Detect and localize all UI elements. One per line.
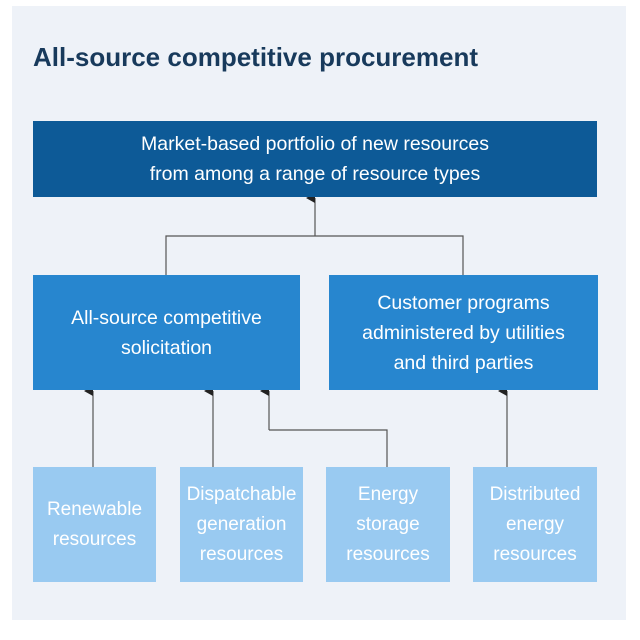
portfolio-line-2: from among a range of resource types: [149, 163, 481, 185]
distributed-energy-resources-box: Distributed energy resources: [473, 467, 597, 582]
customer-programs-line-3: and third parties: [393, 351, 534, 374]
storage-line-2: storage: [356, 513, 420, 535]
solicitation-line-2: solicitation: [120, 336, 213, 359]
portfolio-box: Market-based portfolio of new resources …: [33, 121, 597, 197]
dispatchable-line-2: generation: [196, 513, 287, 535]
solicitation-line-1: All-source competitive: [71, 306, 262, 329]
renewable-line-1: Renewable: [46, 498, 143, 520]
solicitation-box: All-source competitive solicitation: [33, 275, 300, 390]
storage-line-3: resources: [346, 543, 430, 565]
dispatchable-line-1: Dispatchable: [186, 483, 297, 505]
dispatchable-line-3: resources: [199, 543, 284, 565]
customer-programs-line-2: administered by utilities: [362, 321, 565, 344]
storage-line-1: Energy: [357, 483, 419, 505]
diagram-title: All-source competitive procurement: [33, 42, 478, 72]
renewable-line-2: resources: [52, 528, 137, 550]
energy-storage-resources-box: Energy storage resources: [326, 467, 450, 582]
customer-programs-box: Customer programs administered by utilit…: [329, 275, 598, 390]
portfolio-line-1: Market-based portfolio of new resources: [141, 133, 489, 155]
distributed-line-3: resources: [493, 543, 577, 565]
distributed-line-1: Distributed: [489, 483, 581, 505]
customer-programs-line-1: Customer programs: [377, 291, 550, 314]
dispatchable-resources-box: Dispatchable generation resources: [180, 467, 303, 582]
distributed-line-2: energy: [505, 513, 565, 535]
renewable-resources-box: Renewable resources: [33, 467, 156, 582]
